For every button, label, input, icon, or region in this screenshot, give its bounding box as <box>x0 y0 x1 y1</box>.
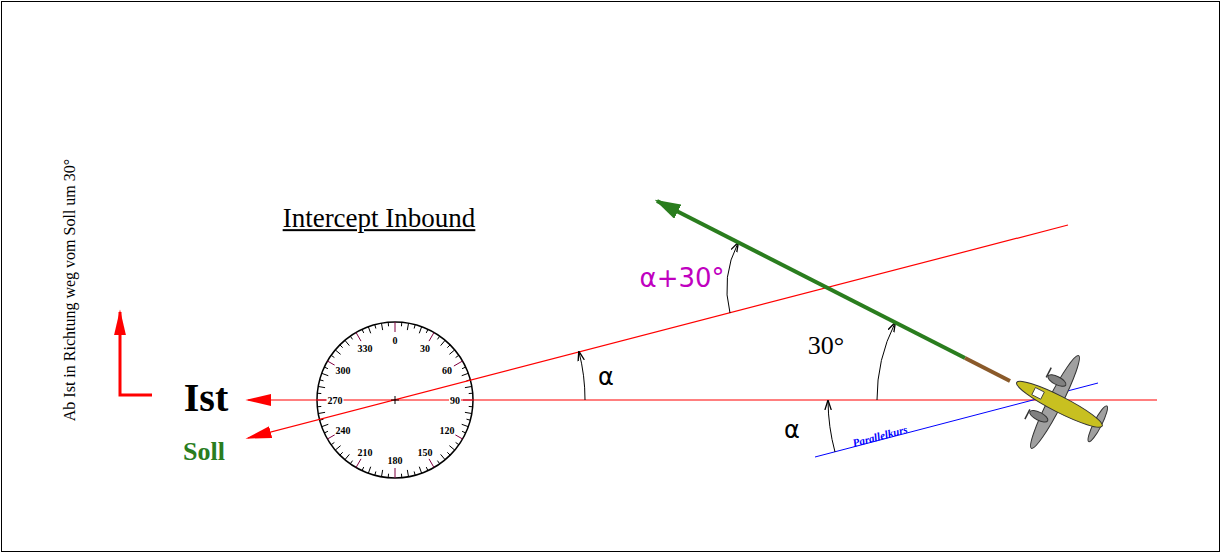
compass-tick <box>335 446 340 450</box>
compass-number: 150 <box>417 446 434 457</box>
compass-tick <box>340 452 343 455</box>
compass-tick <box>437 461 439 464</box>
compass-tick <box>350 461 352 464</box>
compass-tick <box>456 442 459 444</box>
compass-tick <box>395 322 396 332</box>
compass-tick <box>449 350 454 354</box>
compass-tick <box>456 355 459 357</box>
soll-course-line <box>248 225 1068 438</box>
ist-label: Ist <box>184 376 228 420</box>
compass-tick <box>362 467 364 471</box>
compass-tick <box>462 424 469 426</box>
compass-tick <box>381 323 382 330</box>
parallel-course-label: Parallelkurs <box>851 423 908 449</box>
heading-stub <box>965 358 1010 381</box>
compass-number: 210 <box>357 446 374 457</box>
compass-tick <box>447 345 450 348</box>
compass-tick <box>388 322 389 326</box>
compass-tick <box>381 470 382 477</box>
compass-number: 30 <box>419 343 431 354</box>
compass-tick <box>368 327 370 334</box>
angle-arc <box>828 401 835 452</box>
compass-tick <box>441 454 445 459</box>
compass-tick <box>335 350 340 354</box>
side-note: Ab Ist in Richtung weg vom Soll um 30° <box>61 159 79 421</box>
compass-number: 330 <box>357 343 374 354</box>
angle-label: 30° <box>808 332 844 361</box>
compass-tick <box>375 325 376 329</box>
compass-tick <box>407 323 408 330</box>
ist-course-line <box>248 399 1157 400</box>
turn-indicator-arrow <box>120 312 152 395</box>
aircraft <box>993 336 1126 472</box>
compass-tick <box>465 412 472 413</box>
compass-tick <box>407 470 408 477</box>
compass-tick <box>401 474 402 478</box>
compass-number: 90 <box>449 395 461 406</box>
compass-tick <box>465 386 472 387</box>
angle-label: α <box>598 364 614 390</box>
angle-label: α <box>784 417 800 443</box>
compass-tick <box>426 467 428 471</box>
compass-tick <box>356 332 361 341</box>
compass-tick <box>331 442 334 444</box>
compass-tick <box>331 355 334 357</box>
compass-tick <box>340 345 343 348</box>
compass-number: 240 <box>335 425 352 436</box>
compass-tick <box>419 467 421 474</box>
compass-rose <box>317 322 473 478</box>
compass-tick <box>368 467 370 474</box>
compass-tick <box>388 474 389 478</box>
compass-tick <box>429 459 434 468</box>
compass-tick <box>375 471 376 475</box>
compass-tick <box>345 340 349 345</box>
compass-tick <box>429 332 434 341</box>
compass-number: 60 <box>441 365 453 376</box>
compass-tick <box>320 380 324 381</box>
compass-tick <box>462 431 466 433</box>
compass-tick <box>401 322 402 326</box>
diagram-title: Intercept Inbound <box>283 204 476 234</box>
compass-tick <box>395 468 396 478</box>
compass-tick <box>362 329 364 333</box>
compass-tick <box>466 419 470 420</box>
compass-tick <box>318 412 325 413</box>
angle-arc <box>727 243 738 313</box>
compass-tick <box>441 340 445 345</box>
angle-arc <box>579 352 585 400</box>
compass-tick <box>462 373 469 375</box>
compass-tick <box>318 386 325 387</box>
compass-number: 270 <box>327 395 344 406</box>
compass-number: 0 <box>392 335 399 346</box>
compass-tick <box>437 336 439 339</box>
compass-tick <box>356 459 361 468</box>
compass-tick <box>447 452 450 455</box>
angle-label: α+30° <box>639 264 724 293</box>
compass-tick <box>317 393 321 394</box>
compass-tick <box>324 367 328 369</box>
compass-tick <box>322 424 329 426</box>
compass-tick <box>414 325 415 329</box>
compass-tick <box>426 329 428 333</box>
compass-tick <box>317 406 321 407</box>
compass-tick <box>350 336 352 339</box>
compass-tick <box>469 393 473 394</box>
compass-tick <box>322 373 329 375</box>
compass-tick <box>324 431 328 433</box>
compass-number: 120 <box>438 425 455 436</box>
soll-label: Soll <box>183 438 225 467</box>
compass-tick <box>345 454 349 459</box>
compass-tick <box>449 446 454 450</box>
angle-arc <box>877 323 895 400</box>
compass-tick <box>462 367 466 369</box>
compass-number: 300 <box>335 365 352 376</box>
compass-tick <box>454 361 463 366</box>
compass-tick <box>414 471 415 475</box>
compass-number: 180 <box>387 455 404 466</box>
compass-tick <box>469 406 473 407</box>
compass-tick <box>419 327 421 334</box>
